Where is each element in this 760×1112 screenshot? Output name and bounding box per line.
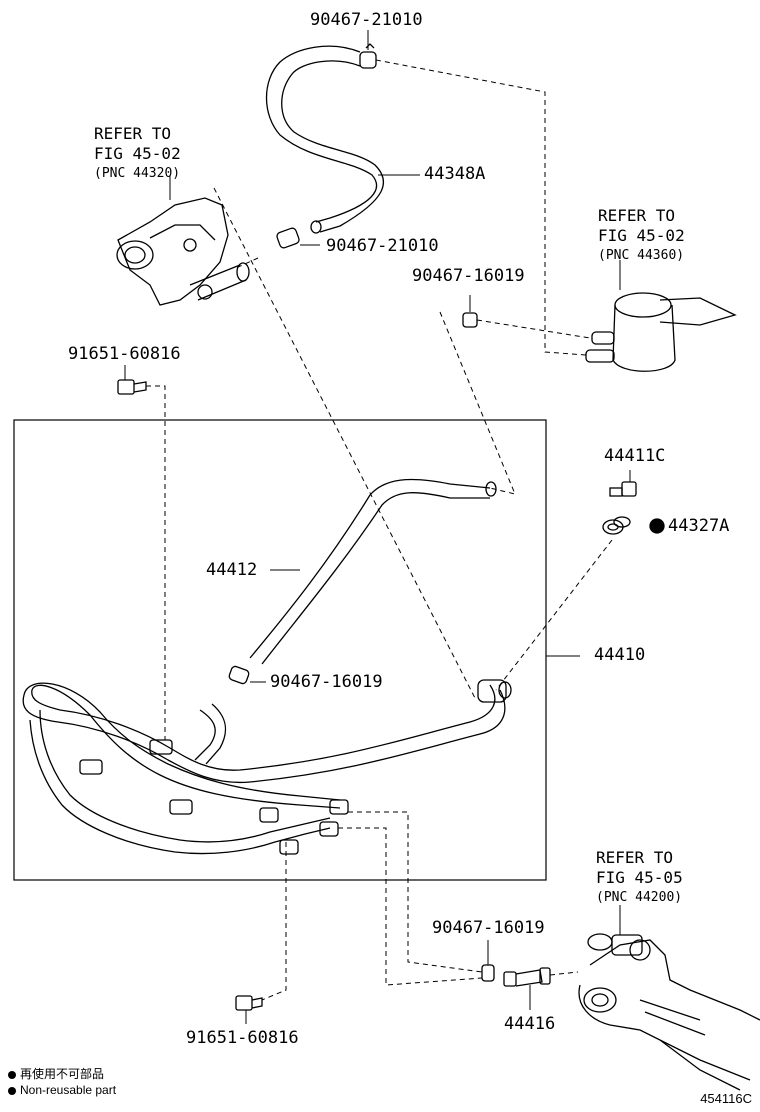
label-union-44411c: 44411C	[604, 446, 666, 466]
union-44416	[503, 967, 551, 987]
refer-pump-pnc: (PNC 44320)	[94, 166, 181, 181]
figure-id: 454116C	[700, 1091, 752, 1106]
clip-mid	[276, 227, 300, 249]
non-reusable-marker	[649, 518, 665, 534]
bullet-icon	[8, 1070, 16, 1079]
steering-gear-illustration	[578, 933, 760, 1091]
tube-assembly-44410	[22, 679, 512, 855]
label-gasket-44327a: 44327A	[668, 516, 730, 536]
reservoir-illustration	[585, 292, 737, 372]
refer-pump-line1: REFER TO	[94, 124, 172, 143]
clip-16019-b	[228, 665, 250, 685]
legend-en: Non-reusable part	[20, 1083, 117, 1097]
refer-pump-line2: FIG 45-02	[94, 144, 181, 163]
union-44411c	[609, 481, 637, 497]
refer-reservoir: REFER TO FIG 45-02 (PNC 44360)	[598, 206, 685, 266]
label-clip-mid: 90467-21010	[326, 236, 439, 256]
legend: 再使用不可部品 Non-reusable part	[8, 1066, 116, 1098]
hose-44348a	[265, 45, 385, 234]
refer-reservoir-pnc: (PNC 44360)	[598, 248, 685, 263]
refer-reservoir-line1: REFER TO	[598, 206, 676, 225]
refer-reservoir-line2: FIG 45-02	[598, 226, 685, 245]
label-bolt-a: 91651-60816	[68, 344, 181, 364]
label-hose-44348a: 44348A	[424, 164, 486, 184]
assembly-frame	[13, 419, 547, 881]
label-bolt-b: 91651-60816	[186, 1028, 299, 1048]
label-clip-top: 90467-21010	[310, 10, 423, 30]
leader-lines	[124, 30, 631, 1024]
hose-44412	[249, 478, 497, 665]
gasket-44327a	[602, 516, 631, 535]
bolt-a	[117, 379, 147, 395]
dashed-leaders	[146, 59, 613, 1001]
refer-gear-line1: REFER TO	[596, 848, 674, 867]
refer-gear-pnc: (PNC 44200)	[596, 890, 683, 905]
label-clip-16019-b: 90467-16019	[270, 672, 383, 692]
clip-16019-c	[481, 964, 495, 982]
refer-pump: REFER TO FIG 45-02 (PNC 44320)	[94, 124, 181, 184]
label-hose-44412: 44412	[206, 560, 258, 580]
pump-illustration	[116, 197, 250, 306]
legend-jp: 再使用不可部品	[20, 1067, 105, 1081]
refer-gear: REFER TO FIG 45-05 (PNC 44200)	[596, 848, 683, 908]
label-clip-16019-c: 90467-16019	[432, 918, 545, 938]
label-union-44416: 44416	[504, 1014, 556, 1034]
label-clip-16019-a: 90467-16019	[412, 266, 525, 286]
clip-16019-a	[462, 312, 478, 328]
refer-gear-line2: FIG 45-05	[596, 868, 683, 887]
label-tube-assy-44410: 44410	[594, 645, 646, 665]
bullet-icon	[8, 1086, 16, 1095]
bolt-b	[235, 995, 263, 1011]
